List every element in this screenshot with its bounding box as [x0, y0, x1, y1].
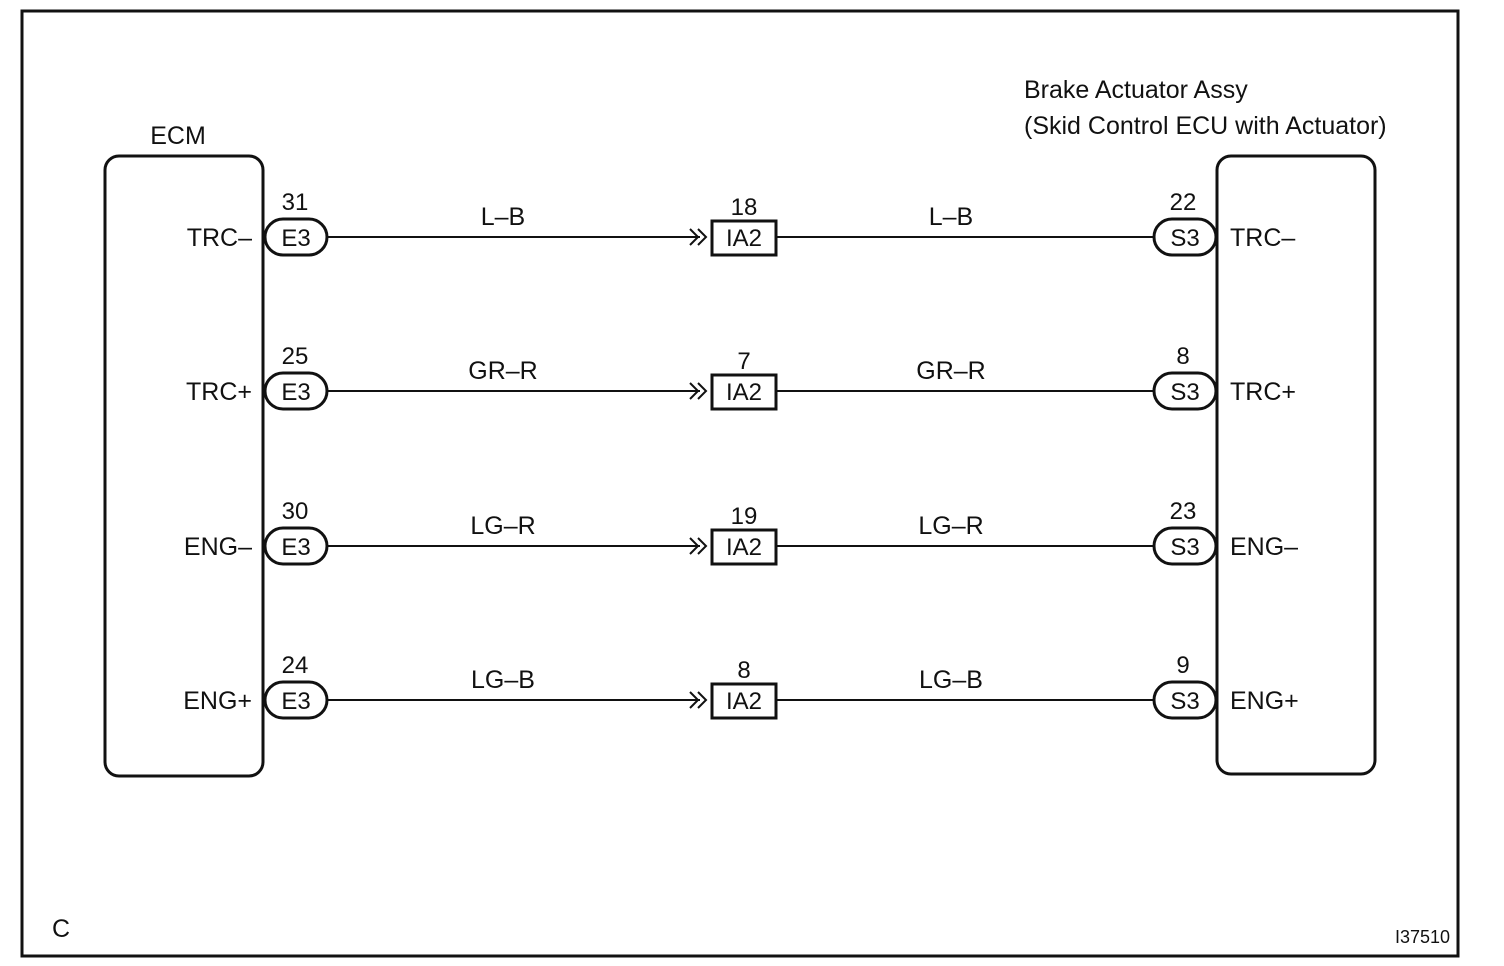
circuit-2-actuator-pin: 8 — [1176, 343, 1189, 370]
circuit-1-ecm-connector-label: E3 — [281, 225, 310, 252]
circuit-4-junction-pin: 8 — [737, 657, 750, 684]
circuit-2-actuator-connector-label: S3 — [1170, 379, 1199, 406]
circuit-1-actuator-terminal: TRC– — [1230, 224, 1295, 252]
circuit-2-junction-chevron — [689, 382, 708, 400]
circuit-1-wire-left-color: L–B — [481, 203, 525, 231]
circuit-3-ecm-connector-label: E3 — [281, 534, 310, 561]
circuit-1-junction-connector-label: IA2 — [726, 225, 762, 252]
actuator-box — [1215, 154, 1377, 776]
circuit-4-wire-right-color: LG–B — [919, 666, 983, 694]
circuit-3-ecm-connector — [263, 526, 329, 566]
figure-id: I37510 — [1395, 927, 1450, 947]
diagram-label: C — [52, 915, 70, 943]
circuit-1-junction-connector — [710, 219, 778, 257]
circuit-1-ecm-connector — [263, 217, 329, 257]
circuit-4-wire-left-color: LG–B — [471, 666, 535, 694]
circuit-4-actuator-terminal: ENG+ — [1230, 687, 1299, 715]
circuit-1-actuator-connector-label: S3 — [1170, 225, 1199, 252]
circuit-2-junction-pin: 7 — [737, 348, 750, 375]
circuit-2-junction-connector — [710, 373, 778, 411]
circuit-2-ecm-terminal: TRC+ — [186, 378, 252, 406]
circuit-3-actuator-connector — [1152, 526, 1218, 566]
circuit-1-actuator-pin: 22 — [1170, 189, 1197, 216]
circuit-4-actuator-pin: 9 — [1176, 652, 1189, 679]
circuit-3-junction-connector — [710, 528, 778, 566]
circuit-1-junction-chevron — [689, 228, 708, 246]
circuit-4-actuator-connector-label: S3 — [1170, 688, 1199, 715]
circuit-1-ecm-pin: 31 — [282, 189, 309, 216]
actuator-title-line1: Brake Actuator Assy — [1024, 76, 1248, 104]
circuit-3-ecm-pin: 30 — [282, 498, 309, 525]
circuit-2-junction-connector-label: IA2 — [726, 379, 762, 406]
circuit-4-junction-connector-label: IA2 — [726, 688, 762, 715]
actuator-title-line2: (Skid Control ECU with Actuator) — [1024, 112, 1387, 140]
diagram-frame — [20, 9, 1460, 958]
circuit-2-ecm-connector — [263, 371, 329, 411]
circuit-2-ecm-pin: 25 — [282, 343, 309, 370]
circuit-4-actuator-connector — [1152, 680, 1218, 720]
circuit-4-junction-connector — [710, 682, 778, 720]
circuit-4-ecm-terminal: ENG+ — [183, 687, 252, 715]
circuit-3-ecm-terminal: ENG– — [184, 533, 252, 561]
ecm-box — [103, 154, 265, 778]
circuit-4-ecm-pin: 24 — [282, 652, 309, 679]
circuit-3-actuator-terminal: ENG– — [1230, 533, 1298, 561]
circuit-3-junction-pin: 19 — [731, 503, 758, 530]
circuit-1-actuator-connector — [1152, 217, 1218, 257]
circuit-4-ecm-connector-label: E3 — [281, 688, 310, 715]
circuit-2-wire-left-color: GR–R — [468, 357, 537, 385]
ecm-title: ECM — [150, 122, 206, 150]
circuit-2-wire-right-color: GR–R — [916, 357, 985, 385]
circuit-3-junction-connector-label: IA2 — [726, 534, 762, 561]
circuit-2-actuator-connector — [1152, 371, 1218, 411]
circuit-3-wire-left-color: LG–R — [470, 512, 535, 540]
circuit-4-ecm-connector — [263, 680, 329, 720]
circuit-3-actuator-pin: 23 — [1170, 498, 1197, 525]
circuit-4-junction-chevron — [689, 691, 708, 709]
circuit-1-junction-pin: 18 — [731, 194, 758, 221]
circuit-1-wire-right-color: L–B — [929, 203, 973, 231]
circuit-1-ecm-terminal: TRC– — [187, 224, 252, 252]
circuit-2-actuator-terminal: TRC+ — [1230, 378, 1296, 406]
circuit-3-wire-right-color: LG–R — [918, 512, 983, 540]
circuit-3-junction-chevron — [689, 537, 708, 555]
circuit-2-ecm-connector-label: E3 — [281, 379, 310, 406]
circuit-3-actuator-connector-label: S3 — [1170, 534, 1199, 561]
